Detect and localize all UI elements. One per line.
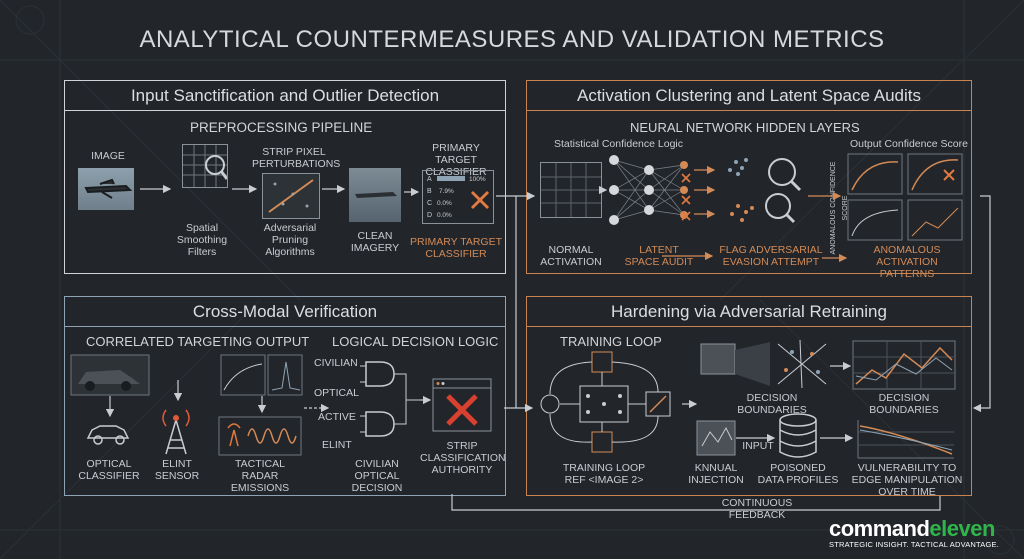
- radar-emission-icon: [218, 416, 302, 456]
- civilian-label: CIVILIAN: [314, 357, 358, 369]
- tactical-radar-label: TACTICAL RADAR EMISSIONS: [230, 458, 290, 494]
- logo-word-command: command: [829, 516, 930, 541]
- noise-to-boundary-icon: [700, 340, 827, 389]
- cluster-scatter-icon: [728, 158, 802, 224]
- grid-filter-icon: [182, 144, 229, 188]
- class-a-value: 100%: [469, 176, 486, 183]
- primary-target-classifier-bottom: PRIMARY TARGET CLASSIFIER: [410, 236, 502, 260]
- strip-authority-x-icon: [432, 378, 492, 432]
- anomalous-patterns-label: ANOMALOUS ACTIVATION PATTERNS: [873, 244, 941, 280]
- correlated-output-title: CORRELATED TARGETING OUTPUT: [86, 334, 310, 349]
- class-d-value: 0.0%: [437, 212, 452, 219]
- panel-activation-clustering: Activation Clustering and Latent Space A…: [526, 80, 972, 274]
- class-b-value: 7.9%: [439, 188, 454, 195]
- decision-boundaries-2-label: DECISION BOUNDARIES: [869, 392, 939, 416]
- poisoned-data-label: POISONED DATA PROFILES: [757, 462, 839, 486]
- vulnerability-chart: [857, 420, 954, 459]
- database-icon: [779, 413, 817, 458]
- strip-authority-label: STRIP CLASSIFICATION AUTHORITY: [420, 440, 506, 476]
- drone-image: [78, 168, 134, 210]
- reject-x-icon: [470, 190, 490, 210]
- class-c: C: [427, 200, 433, 207]
- class-c-value: 0.0%: [437, 200, 452, 207]
- panel-input-sanctification: Input Sanctification and Outlier Detecti…: [64, 80, 506, 274]
- panel-title: Cross-Modal Verification: [65, 297, 505, 327]
- panel-title: Hardening via Adversarial Retraining: [527, 297, 971, 327]
- logic-gates-icon: [360, 361, 420, 437]
- hidden-layers-title: NEURAL NETWORK HIDDEN LAYERS: [630, 120, 860, 135]
- knnual-injection-icon: [696, 420, 736, 456]
- input-label: INPUT: [742, 440, 774, 452]
- clean-imagery-image: [349, 168, 401, 222]
- civilian-optical-decision-label: CIVILIAN OPTICAL DECISION: [351, 458, 403, 494]
- continuous-feedback-label: CONTINUOUS FEEDBACK: [721, 497, 793, 521]
- panel-title: Input Sanctification and Outlier Detecti…: [65, 81, 505, 111]
- latent-audit-label: LATENT SPACE AUDIT: [624, 244, 694, 268]
- car-icon: [86, 425, 130, 445]
- pruning-icon: [262, 173, 320, 219]
- image-label: IMAGE: [91, 150, 125, 162]
- spatial-smoothing-label: Spatial Smoothing Filters: [176, 222, 228, 258]
- decision-boundaries-chart: [852, 340, 956, 390]
- neural-network-icon: [609, 155, 688, 225]
- training-loop-ref-label: TRAINING LOOP REF <IMAGE 2>: [562, 462, 646, 486]
- panel-title: Activation Clustering and Latent Space A…: [527, 81, 971, 111]
- clean-imagery-label: CLEAN IMAGERY: [350, 230, 400, 254]
- active-label: ACTIVE: [318, 411, 356, 423]
- training-loop-title: TRAINING LOOP: [560, 334, 662, 349]
- knnual-injection-label: KNNUAL INJECTION: [688, 462, 744, 486]
- signal-chart-icon: [220, 354, 303, 396]
- flag-adversarial-label: FLAG ADVERSARIAL EVASION ATTEMPT: [719, 244, 823, 268]
- statistical-logic-label: Statistical Confidence Logic: [554, 138, 683, 150]
- elint-label: ELINT: [322, 439, 352, 451]
- normal-activation-label: NORMAL ACTIVATION: [540, 244, 602, 268]
- vulnerability-label: VULNERABILITY TO EDGE MANIPULATION OVER …: [851, 462, 963, 498]
- preprocessing-pipeline-title: PREPROCESSING PIPELINE: [190, 120, 373, 135]
- logo-word-eleven: eleven: [929, 516, 995, 541]
- confidence-charts: [847, 153, 963, 241]
- activation-grid: [540, 162, 602, 218]
- logo-tagline: STRATEGIC INSIGHT. TACTICAL ADVANTAGE.: [829, 540, 999, 549]
- output-confidence-label: Output Confidence Score: [850, 138, 968, 150]
- primary-target-classifier-top: PRIMARY TARGET CLASSIFIER: [425, 142, 487, 178]
- strip-pixel-label: STRIP PIXEL PERTURBATIONS: [252, 146, 341, 170]
- optical-classifier-label: OPTICAL CLASSIFIER: [78, 458, 140, 482]
- training-loop-diagram: [540, 351, 671, 453]
- elint-sensor-label: ELINT SENSOR: [154, 458, 200, 482]
- page-title: ANALYTICAL COUNTERMEASURES AND VALIDATIO…: [139, 26, 885, 53]
- optical-label: OPTICAL: [314, 387, 359, 399]
- classifier-bars: A 100% B 7.9% C 0.0% D 0.0%: [422, 170, 494, 224]
- adversarial-pruning-label: Adversarial Pruning Algorithms: [263, 222, 317, 258]
- class-d: D: [427, 212, 433, 219]
- logical-decision-title: LOGICAL DECISION LOGIC: [332, 334, 499, 349]
- brand-logo: commandeleven STRATEGIC INSIGHT. TACTICA…: [829, 516, 999, 549]
- armored-vehicle-icon: [70, 354, 150, 396]
- panel-cross-modal: Cross-Modal Verification: [64, 296, 506, 496]
- class-a: A: [427, 176, 432, 183]
- decision-boundaries-1-label: DECISION BOUNDARIES: [737, 392, 807, 416]
- class-b: B: [427, 188, 432, 195]
- elint-tower-icon: [162, 409, 190, 455]
